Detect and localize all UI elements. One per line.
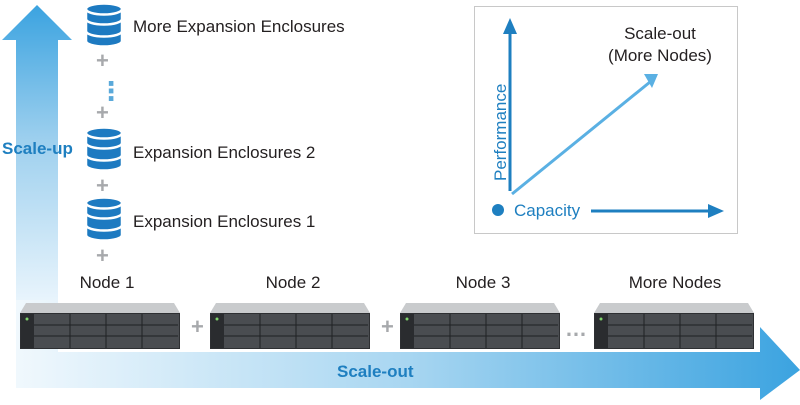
plus-connector: + bbox=[191, 314, 204, 339]
plus-connector: + bbox=[96, 100, 109, 125]
diagonal-arrowhead bbox=[644, 74, 658, 88]
node-label-3: Node 3 bbox=[455, 273, 511, 292]
node-label-2: Node 2 bbox=[265, 273, 321, 292]
node-label-more: More Nodes bbox=[628, 273, 722, 292]
horizontal-ellipsis: … bbox=[565, 316, 587, 341]
diagonal-label-line1: Scale-out bbox=[624, 24, 696, 43]
scale-out-diagonal bbox=[511, 80, 651, 196]
node-label-1: Node 1 bbox=[79, 273, 135, 292]
origin-dot bbox=[492, 204, 504, 216]
database-icon bbox=[84, 196, 124, 242]
tier-label-more: More Expansion Enclosures bbox=[133, 17, 345, 36]
storage-server-icon bbox=[594, 303, 754, 349]
storage-server-icon bbox=[20, 303, 180, 349]
scale-up-arrow bbox=[2, 5, 72, 300]
database-icon bbox=[84, 2, 124, 48]
tier-label-1: Expansion Enclosures 1 bbox=[133, 212, 316, 231]
plus-connector: + bbox=[96, 243, 109, 268]
storage-server-icon bbox=[210, 303, 370, 349]
performance-axis-label: Performance bbox=[491, 83, 510, 181]
plus-connector: + bbox=[96, 173, 109, 198]
diagonal-label-line2: (More Nodes) bbox=[608, 46, 712, 65]
scale-out-label: Scale-out bbox=[337, 362, 414, 381]
plus-connector: + bbox=[381, 314, 394, 339]
tier-label-2: Expansion Enclosures 2 bbox=[133, 143, 316, 162]
scale-up-label: Scale-up bbox=[2, 139, 73, 158]
scaling-inset-panel bbox=[474, 6, 738, 234]
storage-server-icon bbox=[400, 303, 560, 349]
right-arrowhead bbox=[708, 204, 724, 218]
plus-connector: + bbox=[96, 48, 109, 73]
capacity-axis-label: Capacity bbox=[514, 201, 581, 220]
scale-out-arrow bbox=[16, 300, 800, 400]
vertical-ellipsis: ⋮ bbox=[98, 76, 124, 106]
database-icon bbox=[84, 126, 124, 172]
up-arrowhead bbox=[503, 18, 517, 34]
inset-axes bbox=[492, 18, 724, 218]
